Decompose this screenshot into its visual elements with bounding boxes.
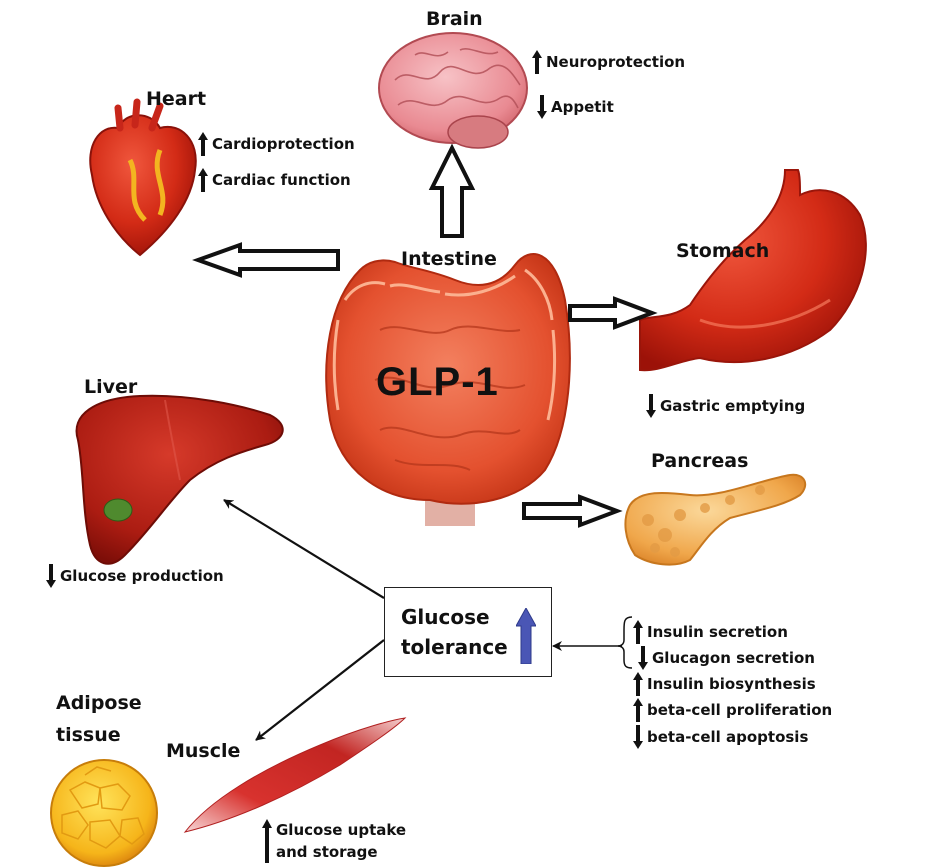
effect-gastric-emptying: Gastric emptying [646,394,805,418]
effect-text: beta-cell apoptosis [647,728,808,746]
effect-glucose-uptake: Glucose uptake and storage [262,819,406,863]
effect-text: and storage [276,841,406,863]
effect-text: Insulin biosynthesis [647,675,816,693]
up-arrow-icon [633,672,643,696]
hollow-arrow-to-brain [432,148,472,236]
liver-label: Liver [84,376,137,398]
down-arrow-icon [633,725,643,749]
glucose-tolerance-line2: tolerance [401,632,508,662]
glucose-tolerance-line1: Glucose [401,602,508,632]
effect-insulin-secretion: Insulin secretion [633,620,788,644]
up-arrow-icon [633,698,643,722]
pancreas-effects-bracket [618,617,632,668]
effect-cardioprotection: Cardioprotection [198,132,355,156]
effect-text: Glucose uptake [276,819,406,841]
effect-text: Glucagon secretion [652,649,815,667]
up-arrow-icon [198,168,208,192]
brain-label: Brain [426,8,483,30]
up-arrow-icon [633,620,643,644]
up-arrow-icon [532,50,542,74]
effect-neuroprotection: Neuroprotection [532,50,685,74]
stomach-image [640,170,866,370]
down-arrow-icon [638,646,648,670]
glucose-tolerance-box: Glucose tolerance [384,587,552,677]
adipose-label-line2: tissue [56,724,121,746]
effect-text: Glucose production [60,567,224,585]
down-arrow-icon [646,394,656,418]
effect-beta-cell-apoptosis: beta-cell apoptosis [633,725,808,749]
glp1-label: GLP-1 [376,360,499,405]
stomach-label: Stomach [676,240,769,262]
arrow-to-muscle [256,640,384,740]
effect-text: Cardioprotection [212,135,355,153]
down-arrow-icon [537,95,547,119]
effect-text: Insulin secretion [647,623,788,641]
effect-beta-cell-proliferation: beta-cell proliferation [633,698,832,722]
effect-glucose-production: Glucose production [46,564,224,588]
effect-glucagon-secretion: Glucagon secretion [638,646,815,670]
brain-image [379,33,527,148]
adipose-image [51,760,157,866]
arrow-to-liver [224,500,384,598]
effect-insulin-biosynthesis: Insulin biosynthesis [633,672,816,696]
adipose-label-line1: Adipose [56,692,142,714]
up-arrow-icon [198,132,208,156]
up-arrow-icon [262,819,272,863]
pancreas-label: Pancreas [651,450,748,472]
intestine-label: Intestine [401,248,497,270]
effect-text: Appetit [551,98,614,116]
effect-cardiac-function: Cardiac function [198,168,351,192]
effect-text: beta-cell proliferation [647,701,832,719]
muscle-label: Muscle [166,740,240,762]
liver-image [77,396,283,564]
hollow-arrow-to-heart [198,245,338,275]
effect-text: Neuroprotection [546,53,685,71]
heart-label: Heart [146,88,206,110]
effect-text: Gastric emptying [660,397,805,415]
effect-text: Cardiac function [212,171,351,189]
effect-appetit: Appetit [537,95,614,119]
down-arrow-icon [46,564,56,588]
up-arrow-icon [516,608,536,664]
muscle-image [185,718,405,832]
heart-image [90,102,196,255]
pancreas-image [625,475,805,565]
hollow-arrow-to-pancreas [524,497,617,525]
